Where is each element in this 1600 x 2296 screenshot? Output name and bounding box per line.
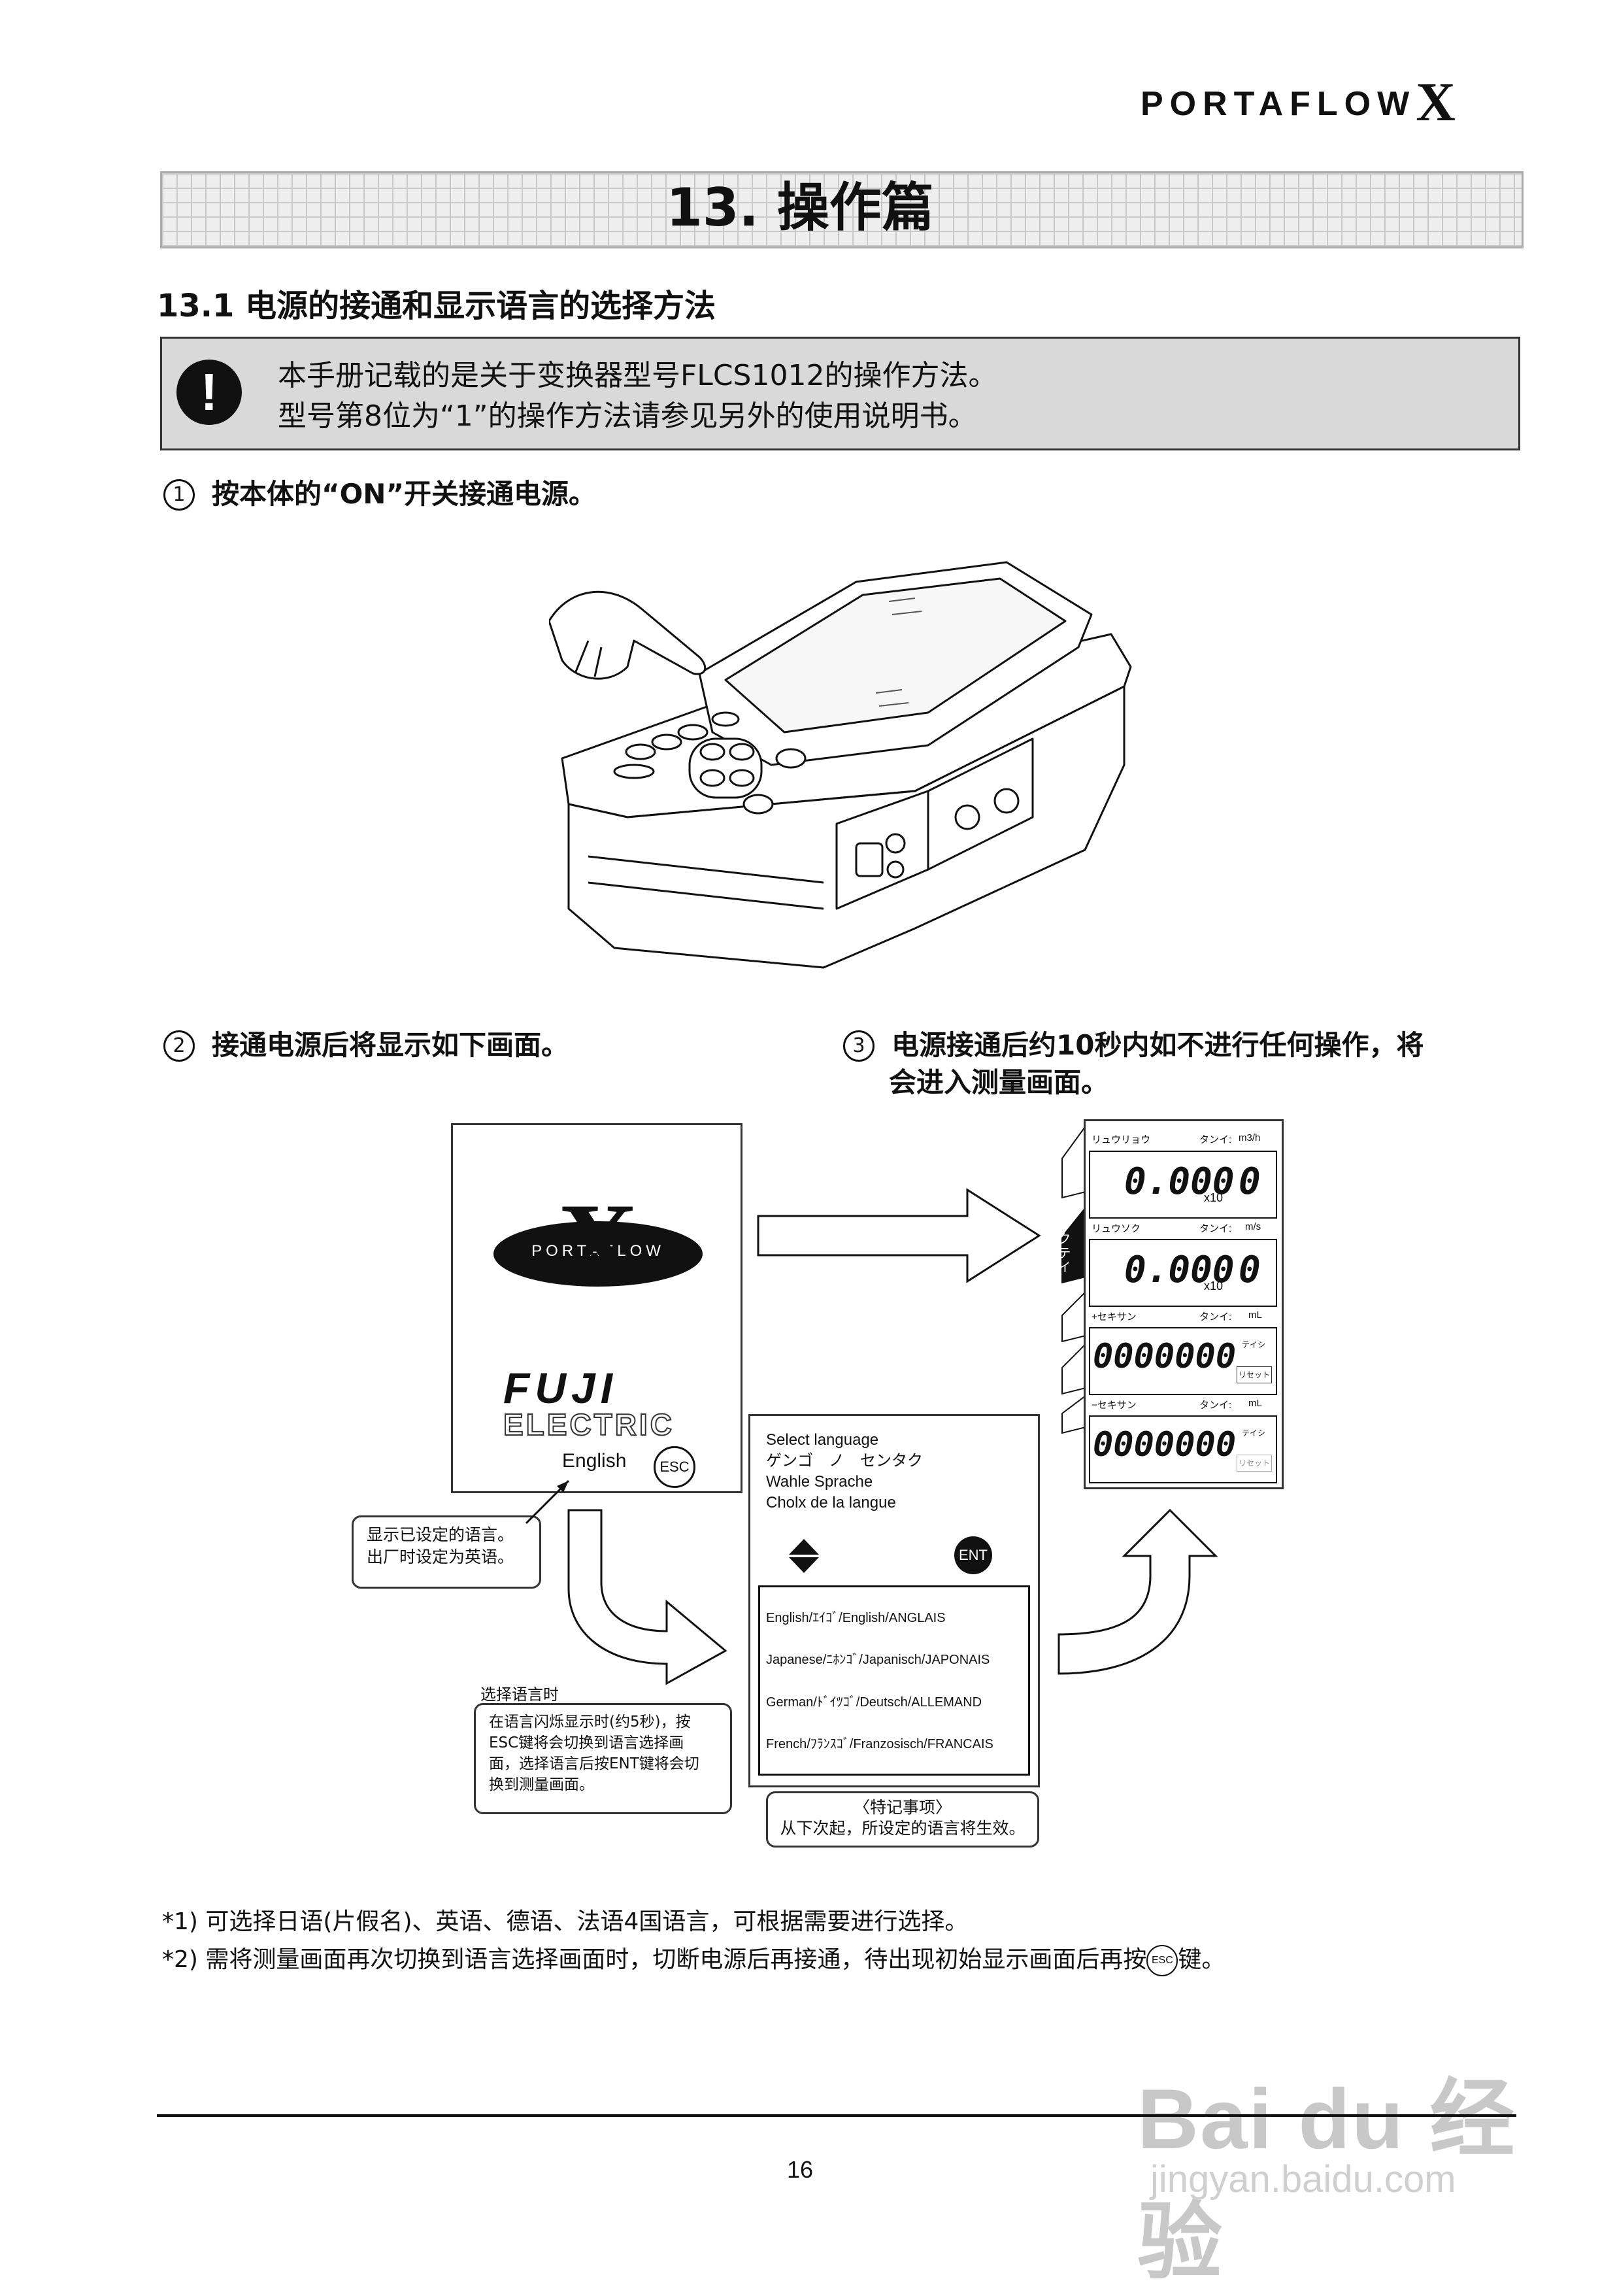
footnote-2-suffix: 键。 <box>1178 1946 1225 1973</box>
step-number: 2 <box>163 1030 195 1062</box>
step-text: 接通电源后将显示如下画面。 <box>212 1029 569 1061</box>
measure-row-4-reset[interactable]: リセット <box>1237 1455 1272 1472</box>
language-option-french[interactable]: French/ﾌﾗﾝｽｺﾞ/Franzosisch/FRANCAIS <box>766 1737 993 1751</box>
portaflow-logo: PORTAFLOWX <box>1141 71 1456 134</box>
notice-title: 〈特记事项〉 <box>853 1798 952 1817</box>
prompt-1: Select language <box>766 1431 879 1449</box>
fuji-logo: FUJI <box>503 1364 618 1412</box>
measure-row-1-value: 0.000 <box>1124 1160 1235 1203</box>
electric-logo: ELECTRIC <box>503 1407 675 1442</box>
measure-row-4-label: −セキサン <box>1092 1400 1137 1411</box>
measure-row-2-box <box>1089 1239 1277 1307</box>
prompt-3: Wahle Sprache <box>766 1473 873 1491</box>
select-callout-line-4: 换到测量画面。 <box>489 1776 594 1793</box>
measure-row-4-unit: mL <box>1248 1398 1262 1409</box>
prompt-4: Cholx de la langue <box>766 1494 896 1511</box>
callout-line-2: 出厂时设定为英语。 <box>367 1547 514 1566</box>
language-option-japanese[interactable]: Japanese/ﾆﾎﾝｺﾞ/Japanisch/JAPONAIS <box>766 1653 990 1667</box>
measure-row-3-unit: mL <box>1248 1309 1262 1321</box>
select-callout-line-1: 在语言闪烁显示时(约5秒)，按 <box>489 1714 691 1730</box>
measure-row-2-unit: m/s <box>1245 1221 1261 1232</box>
language-callout: 显示已设定的语言。 出厂时设定为英语。 <box>352 1515 541 1589</box>
step-3-line-2: 会进入测量画面。 <box>889 1066 1109 1098</box>
measure-row-1-unit: m3/h <box>1239 1132 1261 1143</box>
measure-row-1-label: リュウリョウ <box>1092 1134 1151 1145</box>
splash-language: English <box>562 1450 627 1472</box>
footnote-1: *1) 可选择日语(片假名)、英语、德语、法语4国语言，可根据需要进行选择。 <box>162 1908 969 1935</box>
measure-row-3-label: +セキサン <box>1092 1311 1137 1323</box>
device-illustration <box>549 561 1132 969</box>
step-number: 1 <box>163 479 195 511</box>
chapter-bar <box>160 171 1524 248</box>
language-option-german[interactable]: German/ﾄﾞｲﾂｺﾞ/Deutsch/ALLEMAND <box>766 1695 982 1710</box>
measure-row-4-unit-label: タンイ: <box>1199 1400 1232 1411</box>
step-number: 3 <box>843 1030 875 1062</box>
esc-key-icon[interactable]: ESC <box>654 1446 695 1488</box>
step-text-1: 电源接通后约10秒内如不进行任何操作，将 <box>892 1029 1424 1061</box>
esc-key-inline-icon: ESC <box>1146 1945 1178 1976</box>
measure-row-1-exp-value: 0 <box>1239 1160 1261 1203</box>
measure-row-4-value: 0000000 <box>1093 1425 1237 1464</box>
footnote-2: *2) 需将测量画面再次切换到语言选择画面时，切断电源后再接通，待出现初始显示画… <box>162 1940 1225 1976</box>
logo-x: X <box>1416 72 1456 133</box>
portaflow-oval-logo <box>493 1221 703 1287</box>
measure-row-1-unit-label: タンイ: <box>1199 1134 1232 1145</box>
baidu-watermark-url: jingyan.baidu.com <box>1150 2158 1456 2201</box>
measure-row-3-stop: テイシ <box>1242 1340 1266 1349</box>
measure-row-1-box <box>1089 1151 1277 1219</box>
measure-row-2-exp: x10 <box>1204 1279 1224 1292</box>
page-number: 16 <box>786 2156 814 2183</box>
measure-row-3-value: 0000000 <box>1093 1337 1237 1376</box>
baidu-watermark: Bai du 经验 <box>1137 2071 1516 2289</box>
notice-box: 〈特记事项〉 从下次起，所设定的语言将生效。 <box>766 1791 1039 1848</box>
arrow-right-icon <box>757 1188 1041 1283</box>
logo-text: PORTAFLOW <box>1141 85 1416 123</box>
splash-logo-x: X <box>558 1181 639 1304</box>
curved-arrow-down-right-icon <box>567 1509 727 1685</box>
footnote-2-text: *2) 需将测量画面再次切换到语言选择画面时，切断电源后再接通，待出现初始显示画… <box>162 1946 1147 1973</box>
measure-row-4-stop: テイシ <box>1242 1428 1266 1438</box>
footer-rule <box>157 2114 1516 2117</box>
callout-line-1: 显示已设定的语言。 <box>367 1525 514 1544</box>
ent-key-icon[interactable]: ENT <box>954 1536 992 1574</box>
note-line-2: 型号第8位为“1”的操作方法请参见另外的使用说明书。 <box>278 399 977 433</box>
measure-row-3-unit-label: タンイ: <box>1199 1311 1232 1323</box>
splash-logo-text: PORTAFLOW <box>531 1242 665 1260</box>
step-text: 按本体的“ON”开关接通电源。 <box>212 478 597 510</box>
language-option-english[interactable]: English/ｴｲｺﾞ/English/ANGLAIS <box>766 1611 946 1625</box>
measure-row-2-value: 0.000 <box>1124 1249 1235 1291</box>
measure-row-3-reset[interactable]: リセット <box>1237 1366 1272 1383</box>
step-2: 2 接通电源后将显示如下画面。 <box>163 1023 569 1063</box>
measurement-screen <box>1084 1119 1284 1489</box>
note-box <box>160 337 1520 450</box>
language-prompts: Select language ゲンゴ ノ センタク Wahle Sprache… <box>766 1430 923 1513</box>
exclamation-icon: ! <box>176 360 242 425</box>
select-callout: 在语言闪烁显示时(约5秒)，按 ESC键将会切换到语言选择画 面，选择语言后按E… <box>474 1703 732 1814</box>
step-1: 1 按本体的“ON”开关接通电源。 <box>163 472 596 512</box>
note-line-1: 本手册记载的是关于变换器型号FLCS1012的操作方法。 <box>278 359 997 392</box>
measure-row-3-box <box>1089 1327 1277 1395</box>
measure-side-tabs <box>1061 1120 1089 1434</box>
select-callout-title: 选择语言时 <box>480 1686 559 1704</box>
measure-row-2-unit-label: タンイ: <box>1199 1223 1232 1234</box>
measure-row-2-exp-value: 0 <box>1239 1249 1261 1291</box>
chapter-title: 13. 操作篇 <box>666 177 934 238</box>
callout-pointer <box>525 1479 570 1525</box>
measure-row-4-box <box>1089 1415 1277 1483</box>
curved-arrow-up-right-icon <box>1058 1508 1218 1675</box>
measure-row-1-exp: x10 <box>1204 1191 1224 1204</box>
language-select-screen <box>748 1414 1040 1787</box>
measure-row-2-label: リュウソク <box>1092 1223 1141 1234</box>
language-list <box>758 1585 1030 1776</box>
measure-side-tab-label: ソクテイ <box>1056 1217 1070 1275</box>
select-callout-line-2: ESC键将会切换到语言选择画 <box>489 1734 684 1751</box>
up-down-arrow-icon[interactable] <box>788 1538 820 1574</box>
step-3: 3 电源接通后约10秒内如不进行任何操作，将 <box>843 1023 1424 1063</box>
prompt-2: ゲンゴ ノ センタク <box>766 1452 923 1470</box>
section-title: 13.1 电源的接通和显示语言的选择方法 <box>157 288 716 324</box>
notice-text: 从下次起，所设定的语言将生效。 <box>780 1819 1025 1838</box>
splash-screen <box>451 1123 742 1493</box>
select-callout-line-3: 面，选择语言后按ENT键将会切 <box>489 1755 699 1772</box>
